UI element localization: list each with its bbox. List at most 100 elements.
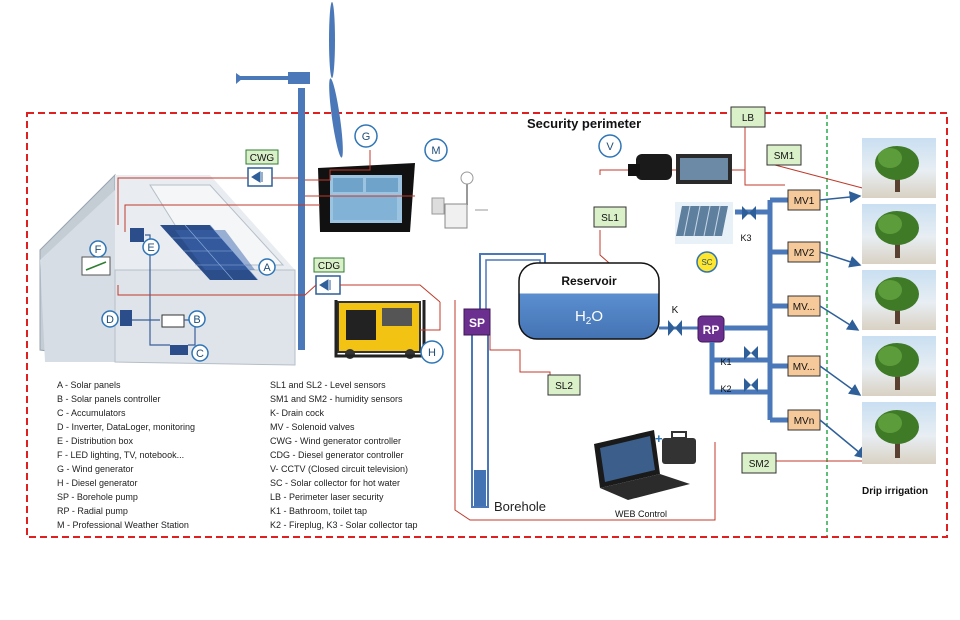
svg-text:Reservoir: Reservoir — [561, 274, 617, 288]
wind-generator — [236, 2, 343, 350]
svg-text:E: E — [147, 242, 154, 254]
marker-c: C — [191, 344, 209, 362]
svg-text:SL1: SL1 — [601, 213, 619, 224]
solar-collector-sc: SC — [696, 251, 718, 273]
drain-cock-k: K — [668, 305, 682, 336]
drip-irrigation-label: Drip irrigation — [862, 486, 928, 497]
legend-item: H - Diesel generator — [57, 478, 138, 488]
tree-photo-2 — [862, 204, 936, 264]
legend-item: MV - Solenoid valves — [270, 422, 355, 432]
legend-item: SM1 and SM2 - humidity sensors — [270, 394, 403, 404]
legend-item: SC - Solar collector for hot water — [270, 478, 400, 488]
marker-v: V — [598, 134, 622, 158]
humidity-sensor-sm2: SM2 — [741, 452, 777, 474]
inverter-dataloger — [120, 310, 132, 326]
cdg-controller: CDG — [313, 257, 345, 295]
svg-text:SM2: SM2 — [749, 459, 770, 470]
cctv-camera — [628, 154, 732, 184]
svg-text:MV...: MV... — [793, 362, 815, 373]
legend-item: F - LED lighting, TV, notebook... — [57, 450, 184, 460]
svg-text:MVn: MVn — [794, 416, 815, 427]
legend-item: CDG - Diesel generator controller — [270, 450, 404, 460]
legend-item: CWG - Wind generator controller — [270, 436, 401, 446]
marker-b: B — [188, 310, 206, 328]
svg-text:A: A — [263, 262, 271, 274]
web-control-label: WEB Control — [615, 509, 667, 519]
legend-item: B - Solar panels controller — [57, 394, 161, 404]
svg-text:MV...: MV... — [793, 302, 815, 313]
perimeter-laser-lb: LB — [730, 106, 766, 128]
solenoid-valve-mv3: MV... — [787, 295, 821, 317]
tree-photo-3 — [862, 270, 936, 330]
svg-text:SL2: SL2 — [555, 381, 573, 392]
legend-item: V- CCTV (Closed circuit television) — [270, 464, 408, 474]
svg-text:K1: K1 — [720, 357, 731, 367]
legend-item: M - Professional Weather Station — [57, 520, 189, 530]
svg-text:SM1: SM1 — [774, 151, 795, 162]
svg-text:H2O: H2O — [575, 308, 603, 327]
svg-text:G: G — [362, 131, 371, 143]
borehole-label: Borehole — [494, 499, 546, 514]
weather-station — [318, 163, 488, 232]
marker-a: A — [258, 258, 276, 276]
tree-photo-4 — [862, 336, 936, 396]
legend-item: D - Inverter, DataLoger, monitoring — [57, 422, 195, 432]
web-control-laptop: + — [594, 430, 696, 500]
tree-photo-5 — [862, 402, 936, 464]
solenoid-valve-mv2: MV2 — [787, 241, 821, 263]
distribution-box — [130, 228, 144, 242]
svg-text:F: F — [95, 244, 102, 256]
irrigation-arrows — [819, 191, 868, 459]
svg-text:CWG: CWG — [250, 153, 275, 164]
legend-item: C - Accumulators — [57, 408, 126, 418]
legend-item: E - Distribution box — [57, 436, 134, 446]
svg-text:RP: RP — [703, 323, 720, 337]
svg-text:LB: LB — [742, 113, 755, 124]
marker-e: E — [142, 238, 160, 256]
wiring — [117, 127, 871, 521]
svg-text:MV2: MV2 — [794, 248, 815, 259]
radial-pump-rp: RP — [697, 315, 725, 343]
legend-item: A - Solar panels — [57, 380, 121, 390]
svg-text:SC: SC — [701, 258, 712, 267]
manifold — [709, 197, 790, 423]
svg-text:K: K — [672, 305, 679, 316]
marker-f: F — [89, 240, 107, 258]
security-perimeter-title: Security perimeter — [527, 116, 641, 131]
cwg-controller: CWG — [245, 149, 279, 187]
solar-collector — [675, 202, 733, 244]
svg-text:C: C — [196, 348, 204, 360]
svg-text:K3: K3 — [740, 233, 751, 243]
solenoid-valve-mv4: MV... — [787, 355, 821, 377]
svg-text:D: D — [106, 314, 114, 326]
svg-text:+: + — [655, 431, 663, 446]
humidity-sensor-sm1: SM1 — [766, 144, 802, 166]
accumulators — [170, 345, 188, 355]
svg-text:SP: SP — [469, 316, 485, 330]
legend-item: K2 - Fireplug, K3 - Solar collector tap — [270, 520, 418, 530]
marker-g: G — [354, 124, 378, 148]
svg-text:MV1: MV1 — [794, 196, 815, 207]
svg-text:CDG: CDG — [318, 261, 340, 272]
svg-text:V: V — [606, 141, 614, 153]
legend-item: K- Drain cock — [270, 408, 325, 418]
legend-item: SL1 and SL2 - Level sensors — [270, 380, 386, 390]
tap-k1: K1 — [720, 346, 758, 367]
reservoir: Reservoir H2O — [518, 262, 660, 340]
level-sensor-sl2: SL2 — [547, 374, 581, 396]
solenoid-valve-mvn: MVn — [787, 409, 821, 431]
marker-m: M — [424, 138, 448, 162]
marker-h: H — [420, 340, 444, 364]
security-perimeter-boundary — [26, 112, 948, 538]
legend-item: LB - Perimeter laser security — [270, 492, 384, 502]
diesel-generator — [334, 300, 426, 359]
legend-item: K1 - Bathroom, toilet tap — [270, 506, 367, 516]
borehole-pump-sp: SP — [463, 308, 491, 336]
tap-k2: K2 — [720, 378, 758, 394]
tree-photo-1 — [862, 138, 936, 198]
svg-text:B: B — [193, 314, 200, 326]
solar-panels — [160, 224, 259, 281]
house — [39, 173, 296, 366]
